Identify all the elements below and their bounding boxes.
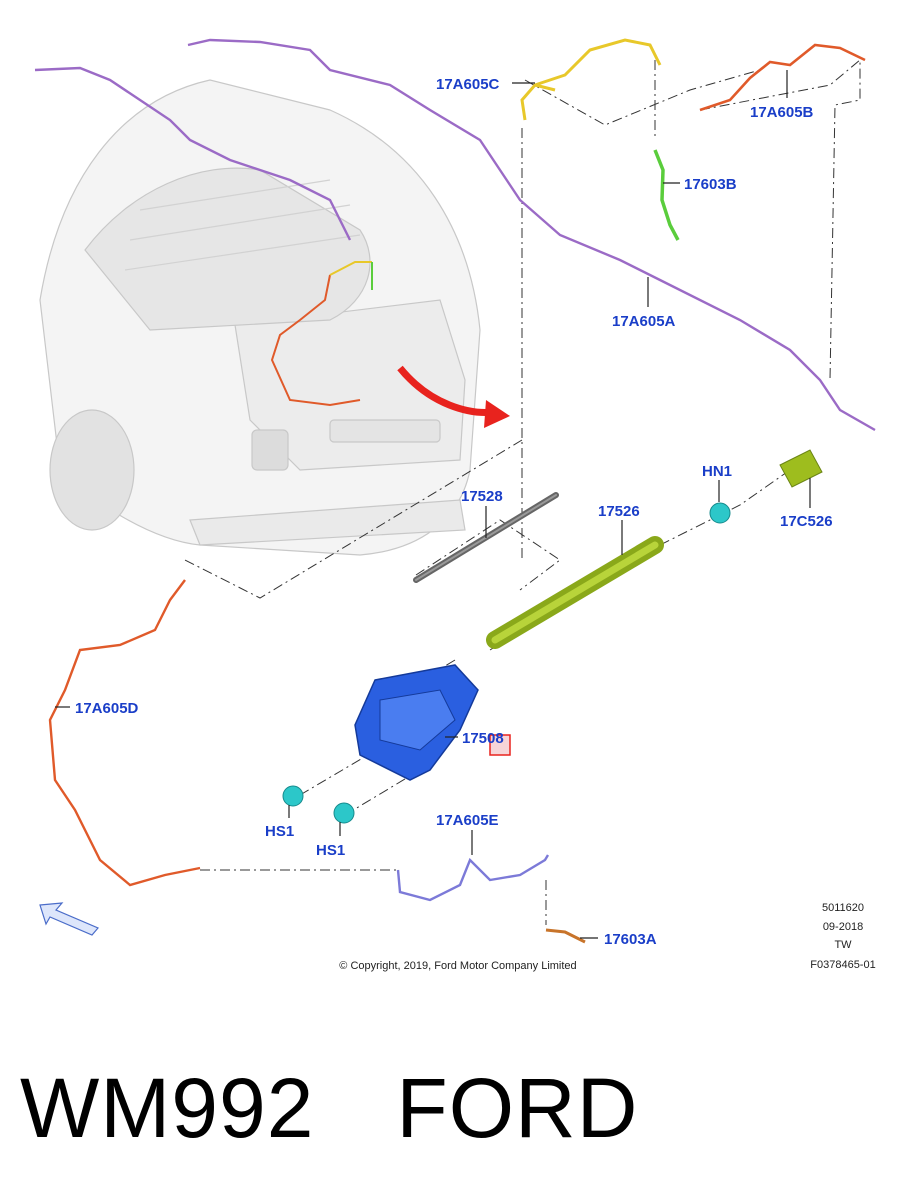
label-17528: 17528 [461, 488, 503, 505]
label-17A605E: 17A605E [436, 812, 499, 829]
label-HS1-right: HS1 [316, 842, 345, 859]
caption-brand: FORD [396, 1060, 639, 1155]
copyright-text: © Copyright, 2019, Ford Motor Company Li… [339, 960, 576, 972]
label-17603B: 17603B [684, 176, 737, 193]
label-HS1-left: HS1 [265, 823, 294, 840]
vehicle-harness-overlay [270, 261, 373, 407]
motion-arrow [397, 365, 510, 428]
label-17A605A: 17A605A [612, 313, 676, 330]
callout-ticks [55, 70, 811, 939]
fastener-HS1 [282, 785, 355, 824]
diagram-date: 09-2018 [823, 921, 863, 933]
hose-17603B [653, 149, 680, 241]
cap-17C526 [779, 449, 823, 488]
highlight-box [489, 734, 511, 756]
vehicle-illustration [39, 79, 481, 556]
diagram-code: 5011620 [822, 902, 864, 914]
label-17C526: 17C526 [780, 513, 833, 530]
harness-17A605B [699, 43, 866, 112]
label-17A605D: 17A605D [75, 700, 139, 717]
diagram-figure-id: F0378465-01 [810, 959, 875, 971]
label-17526: 17526 [598, 503, 640, 520]
motor-17508 [354, 664, 479, 781]
caption-model: WM992 [20, 1060, 315, 1155]
harness-17A605E [396, 854, 550, 902]
parts-diagram: 17A605C 17A605B 17603B 17A605A 17528 175… [34, 38, 876, 972]
harness-17A605A [34, 38, 876, 432]
label-HN1: HN1 [702, 463, 732, 480]
label-17A605B: 17A605B [750, 104, 814, 121]
label-17A605C: 17A605C [436, 76, 500, 93]
harness-17A605D [48, 579, 201, 887]
nut-HN1 [709, 502, 731, 524]
label-17603A: 17603A [604, 931, 657, 948]
harness-17A605C [520, 38, 662, 121]
wiper-blade-17526 [486, 536, 664, 649]
diagram-region: TW [834, 939, 852, 951]
product-caption: WM992 FORD [20, 1048, 900, 1168]
hose-17603A [545, 928, 586, 944]
label-17508: 17508 [462, 730, 504, 747]
view-direction-arrow-icon [39, 902, 99, 936]
